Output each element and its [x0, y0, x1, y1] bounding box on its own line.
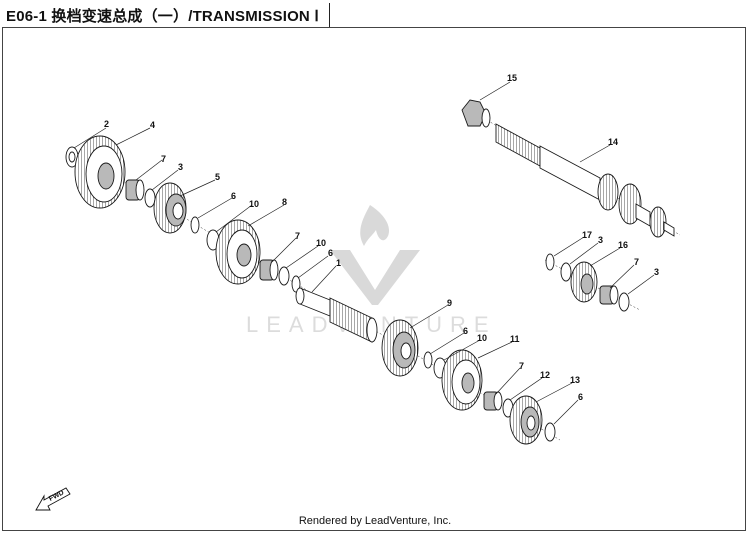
callout-3c: 3 — [654, 267, 659, 277]
callout-7b: 7 — [295, 231, 300, 241]
part-2-washer — [65, 146, 79, 168]
callout-15: 15 — [507, 73, 517, 83]
page-title: E06-1 换档变速总成（一）/TRANSMISSION Ⅰ — [6, 7, 319, 25]
fwd-arrow-icon: FWD — [35, 487, 71, 511]
callout-7d: 7 — [634, 257, 639, 267]
part-3-washer — [144, 188, 156, 208]
part-6-circlip — [190, 216, 200, 234]
leader-lines — [73, 81, 655, 425]
part-7d-bearing — [599, 285, 619, 305]
callout-2: 2 — [104, 119, 109, 129]
callout-10b: 10 — [316, 238, 326, 248]
part-5-hub — [153, 182, 187, 234]
part-13-gear — [509, 395, 543, 445]
callout-6: 6 — [231, 191, 236, 201]
part-3c-washer — [618, 292, 630, 312]
part-3b-washer — [560, 262, 572, 282]
part-6b-circlip — [291, 275, 301, 293]
callout-6c: 6 — [463, 326, 468, 336]
callout-4: 4 — [150, 120, 155, 130]
part-6d-circlip — [544, 422, 556, 442]
part-16-gear — [570, 261, 598, 303]
callout-8: 8 — [282, 197, 287, 207]
callout-10: 10 — [249, 199, 259, 209]
callout-7c: 7 — [519, 361, 524, 371]
part-6c-circlip — [423, 351, 433, 369]
callout-13: 13 — [570, 375, 580, 385]
callout-12: 12 — [540, 370, 550, 380]
part-1-main-shaft — [295, 287, 378, 343]
title-box: E06-1 换档变速总成（一）/TRANSMISSION Ⅰ — [2, 3, 330, 28]
callout-17: 17 — [582, 230, 592, 240]
callout-16: 16 — [618, 240, 628, 250]
callout-1: 1 — [336, 258, 341, 268]
part-4-gear — [74, 135, 126, 209]
callout-3b: 3 — [598, 235, 603, 245]
part-14-countershaft — [495, 123, 675, 238]
diagram-frame — [2, 27, 746, 531]
part-17-circlip — [545, 253, 555, 271]
callout-5: 5 — [215, 172, 220, 182]
callout-3: 3 — [178, 162, 183, 172]
callout-labels: 2 4 7 3 5 6 10 8 7 10 6 1 9 6 10 11 7 12… — [104, 73, 659, 402]
callout-9: 9 — [447, 298, 452, 308]
part-10b-washer — [278, 266, 290, 286]
part-15-nut — [461, 99, 491, 128]
callout-10c: 10 — [477, 333, 487, 343]
part-7c-bearing — [483, 391, 503, 411]
part-9-gear — [381, 319, 419, 377]
callout-11: 11 — [510, 334, 520, 344]
callout-14: 14 — [608, 137, 618, 147]
part-7b-bearing — [259, 259, 279, 281]
part-7-bearing — [125, 179, 145, 201]
footer-credit: Rendered by LeadVenture, Inc. — [298, 515, 452, 527]
part-11-gear — [441, 349, 483, 411]
callout-6b: 6 — [328, 248, 333, 258]
part-8-gear — [215, 219, 261, 285]
callout-7: 7 — [161, 154, 166, 164]
callout-6d: 6 — [578, 392, 583, 402]
